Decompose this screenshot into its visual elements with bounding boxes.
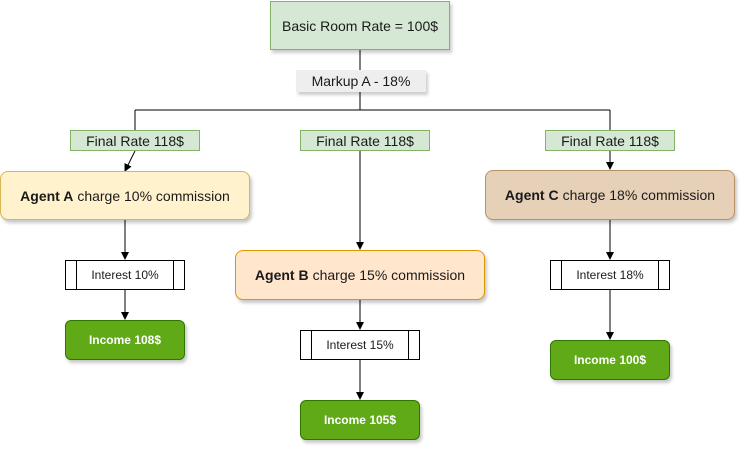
income-b: Income 105$ bbox=[300, 400, 420, 440]
root-label: Basic Room Rate = 100$ bbox=[281, 17, 439, 34]
income-a-label: Income 108$ bbox=[88, 333, 162, 347]
agent-a-name: Agent A bbox=[20, 187, 74, 204]
interest-c-label: Interest 18% bbox=[576, 268, 644, 282]
agent-a-text: charge 10% commission bbox=[77, 187, 230, 204]
final-rate-c: Final Rate 118$ bbox=[545, 130, 675, 151]
agent-b-node: Agent B charge 15% commission bbox=[235, 250, 485, 300]
income-a: Income 108$ bbox=[65, 320, 185, 360]
markup-node: Markup A - 18% bbox=[296, 70, 426, 92]
agent-c-name: Agent C bbox=[504, 187, 559, 203]
agent-c-text: charge 18% commission bbox=[562, 187, 716, 203]
markup-label: Markup A - 18% bbox=[311, 73, 411, 89]
interest-a: Interest 10% bbox=[65, 260, 185, 290]
income-c-label: Income 100$ bbox=[573, 353, 647, 367]
interest-b-label: Interest 15% bbox=[326, 338, 394, 352]
final-rate-a-label: Final Rate 118$ bbox=[86, 132, 184, 149]
interest-b: Interest 15% bbox=[300, 330, 420, 360]
interest-c: Interest 18% bbox=[550, 260, 670, 290]
final-rate-b: Final Rate 118$ bbox=[300, 130, 430, 151]
final-rate-c-label: Final Rate 118$ bbox=[561, 132, 659, 149]
final-rate-a: Final Rate 118$ bbox=[70, 130, 200, 151]
final-rate-b-label: Final Rate 118$ bbox=[316, 132, 414, 149]
agent-b-name: Agent B bbox=[254, 267, 309, 283]
root-node: Basic Room Rate = 100$ bbox=[270, 1, 450, 50]
agent-c-node: Agent C charge 18% commission bbox=[485, 170, 735, 220]
income-c: Income 100$ bbox=[550, 340, 670, 380]
income-b-label: Income 105$ bbox=[323, 413, 397, 427]
agent-a-node: Agent A charge 10% commission bbox=[0, 171, 250, 220]
agent-b-text: charge 15% commission bbox=[312, 267, 466, 283]
interest-a-label: Interest 10% bbox=[91, 268, 159, 282]
